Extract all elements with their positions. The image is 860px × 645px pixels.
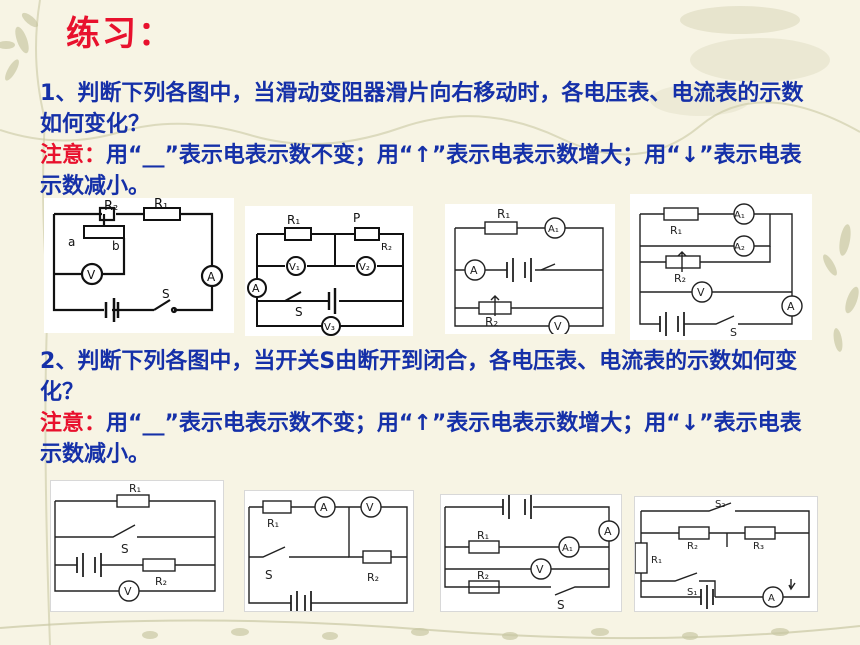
ammeter-a: A <box>768 593 775 604</box>
label-r2: R₂ <box>367 571 379 584</box>
label-r1: R₁ <box>477 529 489 542</box>
switch-s: S <box>121 542 129 556</box>
switch-s: S <box>162 287 170 301</box>
switch-s: S <box>265 568 273 582</box>
label-a: a <box>68 235 75 249</box>
voltmeter-v: V <box>87 268 96 282</box>
voltmeter-v: V <box>554 320 562 333</box>
ammeter-a: A <box>787 300 795 313</box>
switch-s: S <box>557 598 565 611</box>
question-1-note-text: 用“__”表示电表示数不变；用“↑”表示电表示数增大；用“↓”表示电表示数减小。 <box>40 143 802 198</box>
question-2: 2、判断下列各图中，当开关S由断开到闭合，各电压表、电流表的示数如何变化？ 注意… <box>40 346 820 470</box>
voltmeter-v: V <box>124 585 132 598</box>
label-r1: R₁ <box>129 482 141 495</box>
label-r1: R₁ <box>670 224 682 237</box>
question-2-number: 2 <box>40 349 56 374</box>
circuit-1d: A₁ R₁ A₂ R₂ V A S <box>630 194 812 340</box>
question-1-number: 1 <box>40 81 56 106</box>
circuit-2c: R₁ A A₁ V R₂ S <box>440 494 622 612</box>
label-r1: R₁ <box>497 207 510 221</box>
voltmeter-v: V <box>366 501 374 514</box>
circuit-1c: R₁ A₁ A R₂ V <box>445 204 615 334</box>
label-r2: R₂ <box>687 541 698 552</box>
switch-s1: S₁ <box>687 587 697 598</box>
circuit-1b: R₁ P R₂ V₁ V₂ A S V₃ <box>245 206 413 336</box>
voltmeter-v1: V₁ <box>289 262 300 273</box>
circuit-2b: R₁ A V S R₂ <box>244 490 414 612</box>
page-title: 练习： <box>66 14 174 54</box>
voltmeter-v: V <box>536 563 544 576</box>
label-r2: R₂ <box>381 242 392 253</box>
circuit-2a: R₁ S R₂ V <box>50 480 224 612</box>
label-r2: R₂ <box>104 199 118 214</box>
question-1-block: 1、判断下列各图中，当滑动变阻器滑片向右移动时，各电压表、电流表的示数如何变化？… <box>40 78 820 198</box>
ammeter-a: A <box>470 264 478 277</box>
question-1-note-label: 注意： <box>40 143 107 168</box>
question-2-text: 、判断下列各图中，当开关S由断开到闭合，各电压表、电流表的示数如何变化？ <box>40 349 798 405</box>
ammeter-a: A <box>320 501 328 514</box>
question-1-text: 、判断下列各图中，当滑动变阻器滑片向右移动时，各电压表、电流表的示数如何变化？ <box>40 81 804 137</box>
label-r2: R₂ <box>485 315 498 329</box>
voltmeter-v3: V₃ <box>324 322 335 333</box>
label-r2: R₂ <box>674 272 686 285</box>
question-2-note-label: 注意： <box>40 411 107 436</box>
label-r1: R₁ <box>287 213 300 227</box>
ammeter-a: A <box>207 270 216 284</box>
label-r1: R₁ <box>267 517 279 530</box>
voltmeter-v2: V₂ <box>359 262 370 273</box>
label-r1: R₁ <box>154 198 168 212</box>
ammeter-a: A <box>604 525 612 538</box>
switch-s: S <box>730 326 737 339</box>
ammeter-a1: A₁ <box>562 543 573 554</box>
label-r3: R₃ <box>753 541 764 552</box>
ammeter-a: A <box>252 282 260 295</box>
voltmeter-v: V <box>697 286 705 299</box>
switch-s: S <box>295 305 303 319</box>
label-r2: R₂ <box>155 575 167 588</box>
circuit-1a: R₂ R₁ a b V A S <box>44 198 234 333</box>
label-b: b <box>112 239 120 253</box>
ammeter-a1: A₁ <box>548 224 559 235</box>
question-2-note-text: 用“__”表示电表示数不变；用“↑”表示电表示数增大；用“↓”表示电表示数减小。 <box>40 411 802 467</box>
switch-s2: S₂ <box>715 499 725 510</box>
ammeter-a1: A₁ <box>734 210 745 221</box>
label-p: P <box>353 211 360 225</box>
circuit-2d: S₂ R₂ R₃ R₁ S₁ A <box>634 496 818 612</box>
label-r2: R₂ <box>477 569 489 582</box>
label-r1: R₁ <box>651 555 662 566</box>
question-1: 1、判断下列各图中，当滑动变阻器滑片向右移动时，各电压表、电流表的示数如何变化？… <box>40 78 820 198</box>
ammeter-a2: A₂ <box>734 242 745 253</box>
